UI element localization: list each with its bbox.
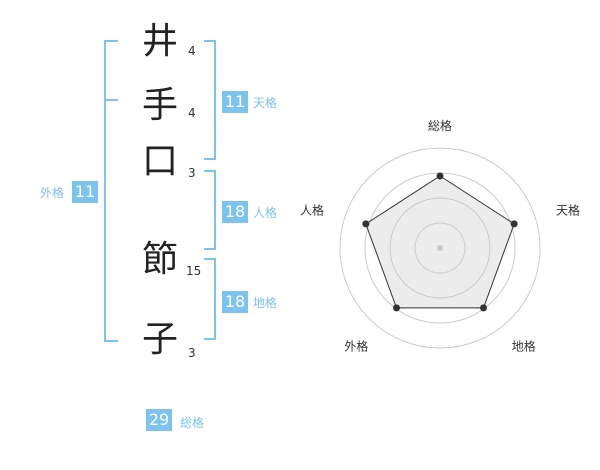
jinkaku-label: 人格 [253, 206, 278, 220]
radar-center [437, 245, 443, 251]
tenkaku-bracket-bottom [204, 158, 216, 160]
radar-point-2 [510, 220, 518, 228]
stroke-count-5: 3 [188, 346, 196, 360]
chikaku-bracket-bottom [204, 338, 216, 340]
name-char-3: 口 [141, 141, 178, 182]
chikaku-value: 18 [222, 291, 248, 313]
radar-ring [414, 222, 466, 274]
radar-point-1 [436, 172, 444, 180]
tenkaku-bracket [214, 40, 216, 160]
radar-point-4 [393, 304, 401, 312]
radar-ring [389, 197, 491, 299]
jinkaku-bracket [214, 170, 216, 250]
chikaku-bracket [214, 258, 216, 340]
radar-axis-label-3: 地格 [512, 339, 536, 354]
stroke-count-2: 4 [188, 106, 196, 120]
radar-axis-label-4: 外格 [344, 339, 368, 354]
jinkaku-bracket-bottom [204, 248, 216, 250]
chikaku-label: 地格 [253, 296, 278, 310]
tenkaku-label: 天格 [253, 96, 278, 110]
stroke-count-1: 4 [188, 44, 196, 58]
radar-axis-label-1: 総格 [428, 118, 452, 133]
chikaku-bracket-top [204, 258, 216, 260]
gaikaku-bracket-mid [104, 99, 118, 101]
radar-ring [339, 147, 541, 349]
gaikaku-value: 11 [72, 181, 98, 203]
tenkaku-bracket-top [204, 40, 216, 42]
radar-axis-label-2: 天格 [556, 202, 580, 217]
gaikaku-bracket [104, 40, 106, 342]
gaikaku-bracket-top [104, 40, 118, 42]
radar-series-polygon [365, 175, 515, 309]
radar-point-5 [362, 220, 370, 228]
soukaku-value: 29 [146, 409, 172, 431]
jinkaku-bracket-top [204, 170, 216, 172]
stroke-count-4: 15 [186, 264, 202, 278]
name-char-1: 井 [141, 21, 178, 62]
jinkaku-value: 18 [222, 201, 248, 223]
tenkaku-value: 11 [222, 91, 248, 113]
radar-axis-label-5: 人格 [300, 202, 324, 217]
name-char-2: 手 [141, 85, 178, 126]
gaikaku-label: 外格 [40, 186, 65, 200]
name-char-4: 節 [141, 239, 178, 280]
gaikaku-bracket-bottom [104, 340, 118, 342]
stroke-count-3: 3 [188, 166, 196, 180]
name-char-5: 子 [141, 319, 178, 360]
soukaku-label: 総格 [180, 416, 205, 430]
radar-point-3 [479, 304, 487, 312]
